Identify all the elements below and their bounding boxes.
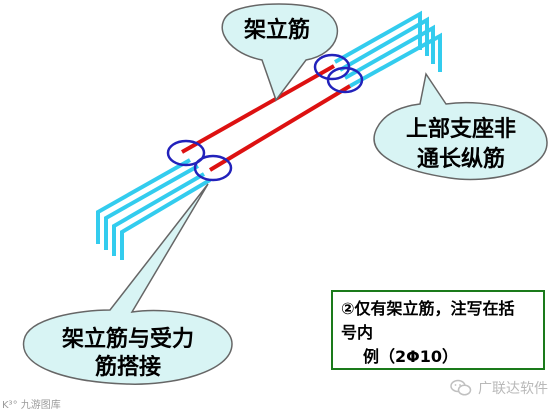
left-longitudinal-bars <box>96 158 212 260</box>
right-bar-2 <box>339 16 429 72</box>
callout-right-label-line2: 通长纵筋 <box>417 146 505 172</box>
erection-bar-lower <box>208 84 352 172</box>
callout-right-label-line1: 上部支座非 <box>406 116 516 142</box>
brand-text: 广联达软件 <box>478 381 548 397</box>
left-bar-2 <box>104 164 199 250</box>
callout-top: 架立筋 <box>221 3 339 102</box>
note-line-2: 号内 <box>341 323 374 342</box>
callout-bottom-bubble <box>22 183 233 385</box>
callout-right: 上部支座非 通长纵筋 <box>373 72 548 181</box>
right-bar-1 <box>334 10 422 64</box>
lap-circle-left-lower <box>193 154 233 182</box>
note-line-1: ②仅有架立筋，注写在括 <box>341 299 515 318</box>
callout-top-label: 架立筋 <box>244 17 310 43</box>
corner-watermark: K³° 九游图库 <box>2 400 61 411</box>
lap-circle-right-lower <box>326 66 364 94</box>
lap-circle-left-upper <box>166 139 206 167</box>
note-line-3: 例（2Φ10） <box>363 347 459 366</box>
callout-bottom-label-line1: 架立筋与受力 <box>62 326 194 352</box>
right-bar-4 <box>349 32 442 88</box>
right-longitudinal-bars <box>334 10 442 88</box>
callout-top-bubble <box>221 3 339 102</box>
wechat-logo-icon <box>450 379 472 396</box>
right-bar-3 <box>344 24 435 80</box>
lap-circle-right-upper <box>313 53 351 81</box>
erection-bar-upper <box>181 64 335 154</box>
callout-bottom: 架立筋与受力 筋搭接 <box>22 183 233 385</box>
erection-bars <box>181 64 352 172</box>
left-bar-3 <box>112 172 206 256</box>
lap-circles <box>166 53 364 182</box>
annotation-note: ②仅有架立筋，注写在括 号内 例（2Φ10） <box>331 290 545 370</box>
callout-bottom-label-line2: 筋搭接 <box>94 354 161 380</box>
left-bar-1 <box>96 158 191 244</box>
brand-watermark: 广联达软件 <box>450 378 548 398</box>
left-bar-4 <box>120 178 212 260</box>
callout-right-bubble <box>373 72 548 181</box>
